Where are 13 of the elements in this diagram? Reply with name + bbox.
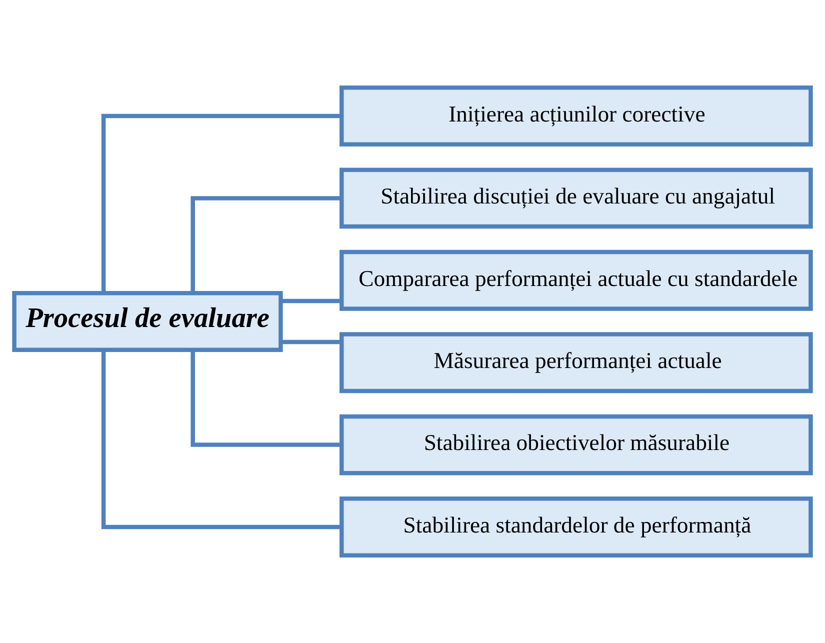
node-box: Stabilirea discuției de evaluare cu angajatul: [340, 168, 813, 229]
node-box: Procesul de evaluare: [12, 291, 283, 352]
connector: [280, 298, 342, 304]
connector: [280, 340, 342, 344]
connector: [101, 114, 342, 293]
node-box: Măsurarea performanței actuale: [340, 332, 813, 394]
node-box: Stabilirea standardelor de performanță: [340, 496, 813, 558]
connector: [190, 350, 342, 447]
connector: [101, 350, 342, 530]
node-box: Compararea performanței actuale cu standardele: [340, 250, 813, 311]
node-box: Stabilirea obiectivelor măsurabile: [340, 414, 813, 476]
node-box: Inițierea acțiunilor corective: [340, 86, 813, 146]
connector: [190, 196, 342, 293]
